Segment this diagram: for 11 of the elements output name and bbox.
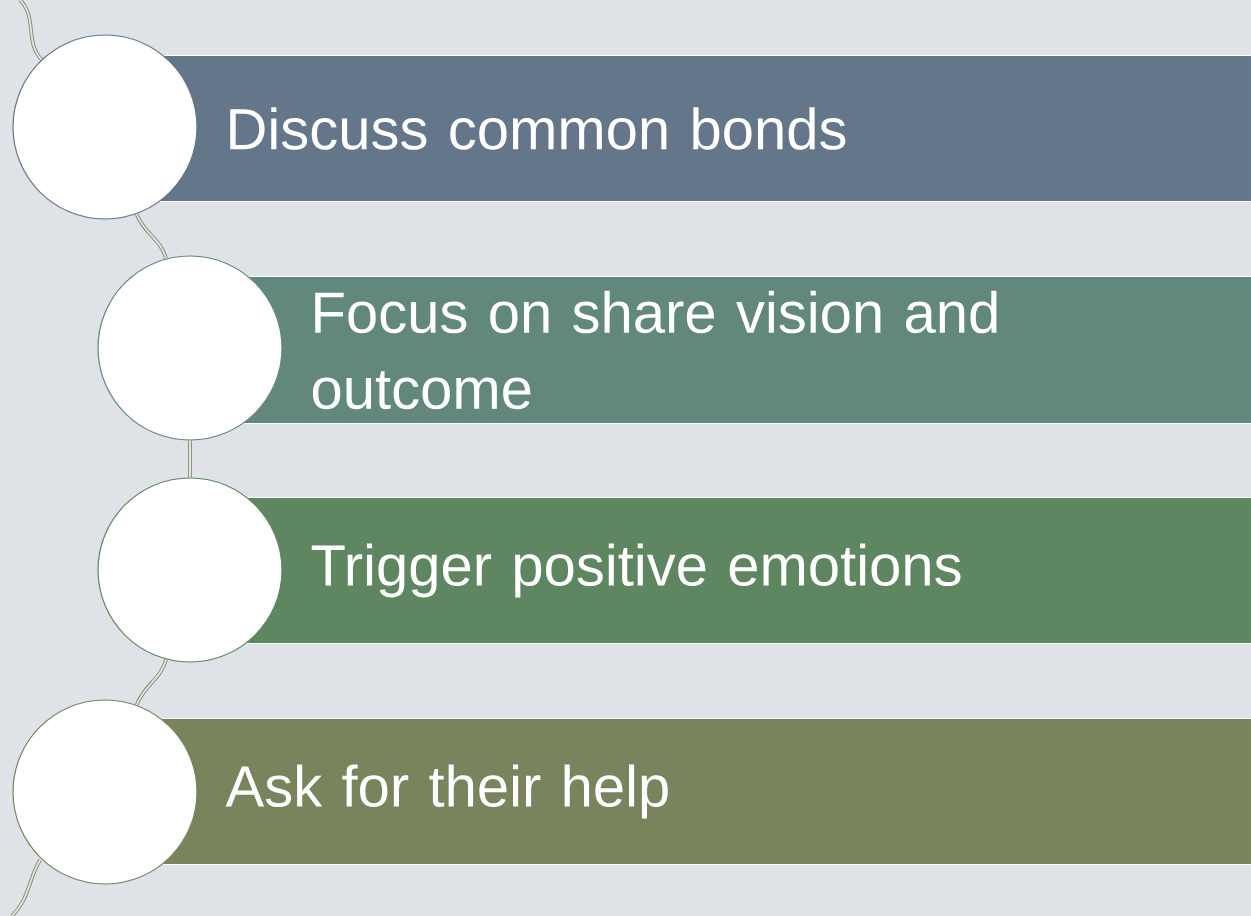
arc-line xyxy=(188,439,192,479)
arc-line xyxy=(135,213,168,260)
step-circle xyxy=(12,699,198,885)
step-circle xyxy=(97,477,283,663)
step-band: Focus on share vision and outcome xyxy=(240,276,1251,424)
step-circle xyxy=(12,34,198,220)
step-band: Ask for their help xyxy=(155,718,1251,865)
arc-line xyxy=(135,658,168,706)
step-circle xyxy=(97,255,283,441)
step-band: Discuss common bonds xyxy=(155,55,1251,202)
step-band: Trigger positive emotions xyxy=(240,497,1251,644)
